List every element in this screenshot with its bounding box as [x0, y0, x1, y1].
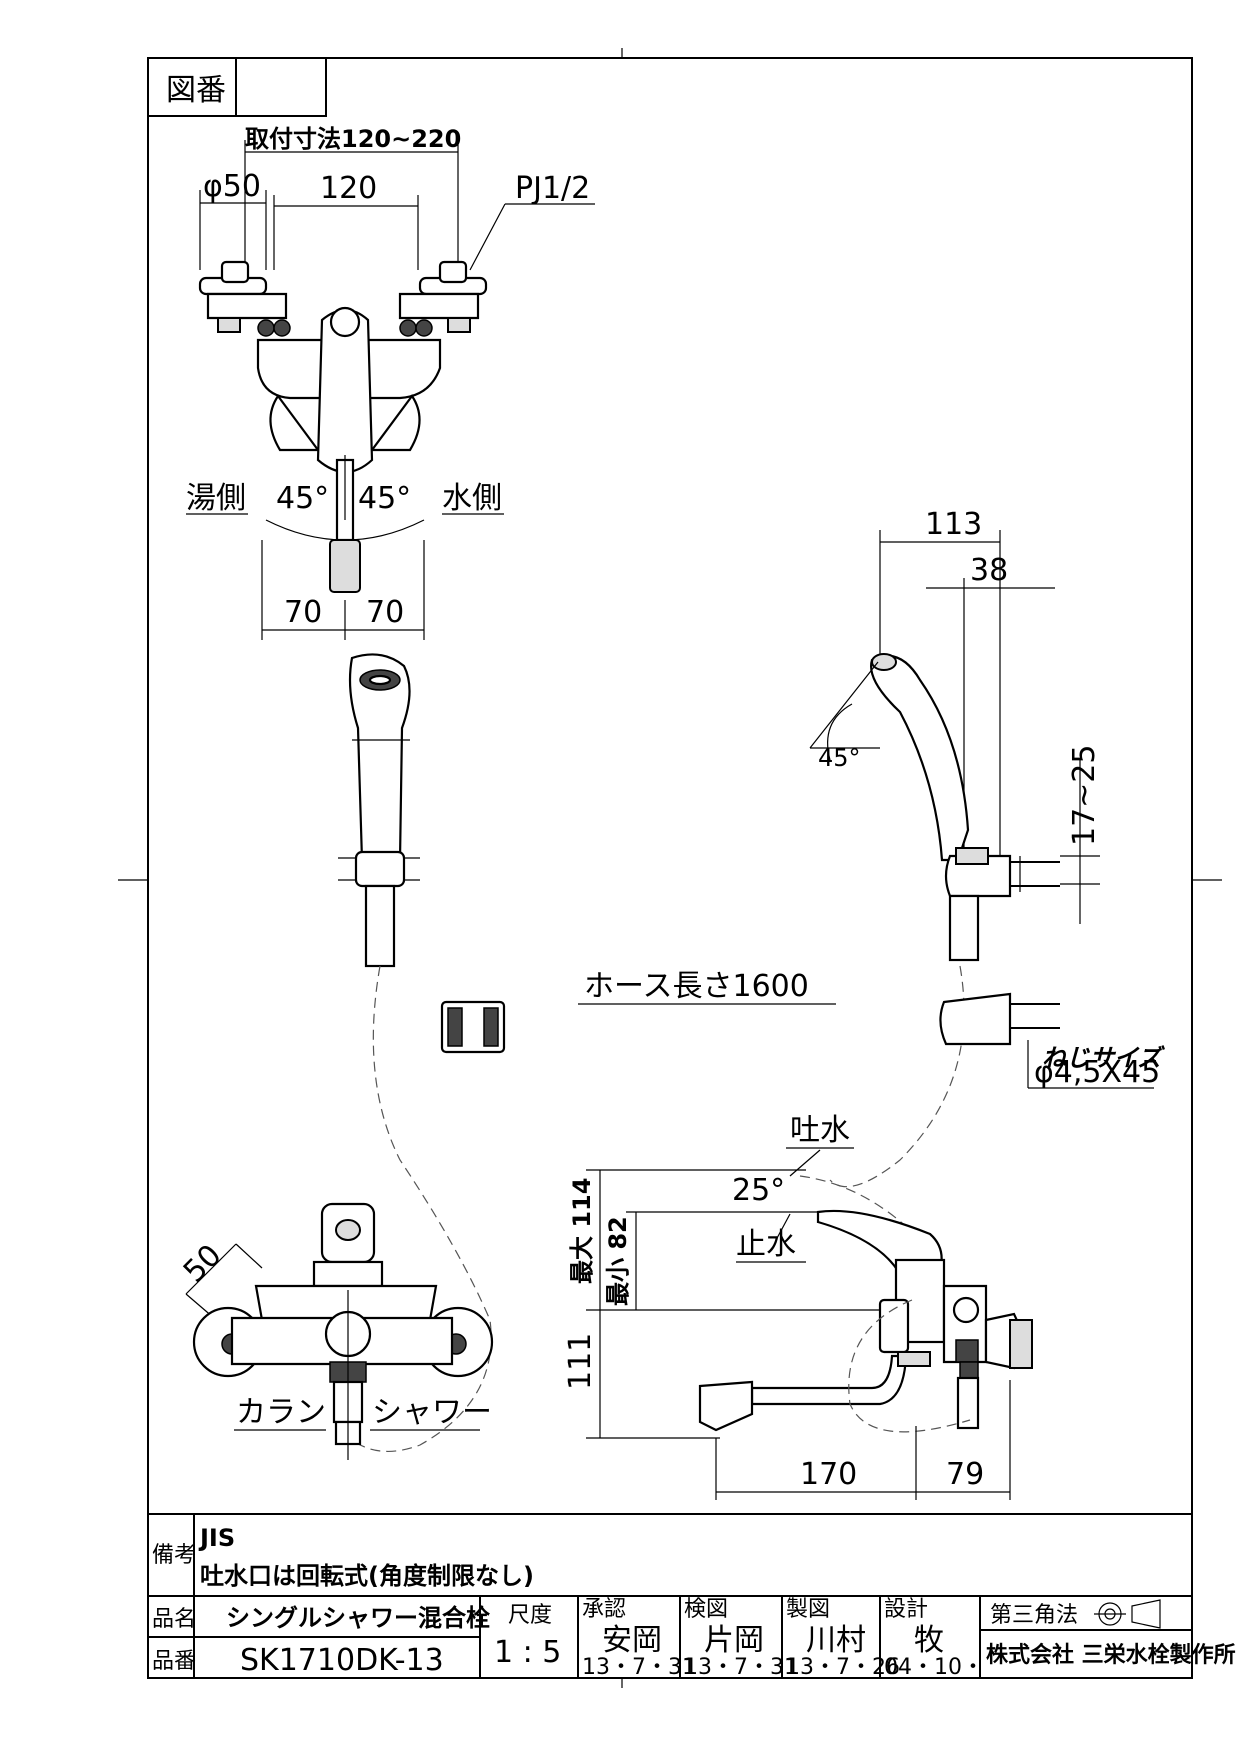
check-label: 検図	[684, 1597, 728, 1622]
hot-side-label: 湯側	[186, 481, 246, 516]
scale-value: 1 : 5	[494, 1635, 561, 1670]
product-number-label: 品番	[152, 1649, 196, 1674]
side-113-dim: 113	[925, 507, 982, 542]
shower-label: シャワー	[372, 1395, 492, 1430]
angle-left-dim: 45°	[276, 481, 329, 516]
approval-date: 13・7・31	[582, 1655, 696, 1680]
diameter-top-dim: φ50	[203, 169, 261, 204]
remarks-label: 備考	[152, 1543, 196, 1568]
drawing-border	[147, 57, 1193, 1679]
screw-size-dim: φ4,5X45	[1034, 1055, 1160, 1090]
width-right-dim: 70	[366, 595, 404, 630]
approval-name: 安岡	[602, 1623, 662, 1658]
base-height-dim: 111	[563, 1333, 598, 1390]
title-block: 備考 JIS 吐水口は回転式(角度制限なし) 品名 シングルシャワー混合栓 品番…	[148, 1513, 1236, 1680]
faucet-label: カラン	[236, 1395, 326, 1430]
center-distance-dim: 120	[320, 171, 377, 206]
approval-label: 承認	[582, 1597, 626, 1622]
check-name: 片岡	[704, 1623, 764, 1658]
top-view: 取付寸法120~220 φ50 120 PJ1/2	[186, 125, 595, 640]
lever-angle-dim: 25°	[732, 1173, 785, 1208]
holder-range-dim: 17~25	[1067, 745, 1102, 846]
projection-label: 第三角法	[990, 1603, 1078, 1628]
drafting-label: 製図	[786, 1597, 830, 1622]
angle-right-dim: 45°	[358, 481, 411, 516]
max-height-dim: 最大 114	[568, 1178, 596, 1284]
design-label: 設計	[884, 1597, 928, 1622]
screw-size-label: ねじサイズ	[1042, 1044, 1165, 1072]
drafting-date: 13・7・26	[786, 1655, 900, 1680]
cold-side-label: 水側	[442, 481, 502, 516]
product-name-label: 品名	[152, 1607, 196, 1632]
side-view: 吐水 25° 止水 最大 114 最小 82 111	[563, 1113, 1033, 1500]
front-view: 50 カラン シャワー	[177, 1202, 494, 1460]
drawing-number-box: 図番	[147, 57, 327, 117]
base-diameter-dim: 50	[177, 1238, 229, 1290]
body-depth-dim: 79	[946, 1457, 984, 1492]
shower-side-view: 113 38 45° 17~25 ねじサイズ φ4,5X45 ホース長さ1600	[578, 507, 1165, 1090]
product-number: SK1710DK-13	[240, 1643, 444, 1678]
remarks-line1: JIS	[198, 1524, 235, 1552]
third-angle-projection-icon	[1094, 1599, 1161, 1629]
product-name: シングルシャワー混合栓	[226, 1604, 490, 1632]
drawing-number-label: 図番	[166, 73, 226, 108]
shower-front-view	[338, 653, 965, 1453]
hose-length-dim: ホース長さ1600	[584, 969, 809, 1004]
width-left-dim: 70	[284, 595, 322, 630]
spout-reach-dim: 170	[800, 1457, 857, 1492]
side-38-dim: 38	[970, 553, 1008, 588]
min-height-dim: 最小 82	[604, 1216, 632, 1306]
remarks-line2: 吐水口は回転式(角度制限なし)	[200, 1562, 534, 1590]
stop-label: 止水	[736, 1227, 796, 1262]
spout-label: 吐水	[790, 1113, 850, 1148]
design-date: 04・10・	[884, 1655, 984, 1680]
scale-label: 尺度	[508, 1603, 552, 1628]
head-angle-dim: 45°	[818, 744, 861, 772]
check-date: 13・7・31	[684, 1655, 798, 1680]
design-name: 牧	[914, 1623, 944, 1658]
thread-dim: PJ1/2	[515, 171, 590, 206]
mount-range-dim: 取付寸法120~220	[245, 125, 461, 153]
company-name: 株式会社 三栄水栓製作所	[986, 1642, 1236, 1668]
drafting-name: 川村	[806, 1623, 866, 1658]
